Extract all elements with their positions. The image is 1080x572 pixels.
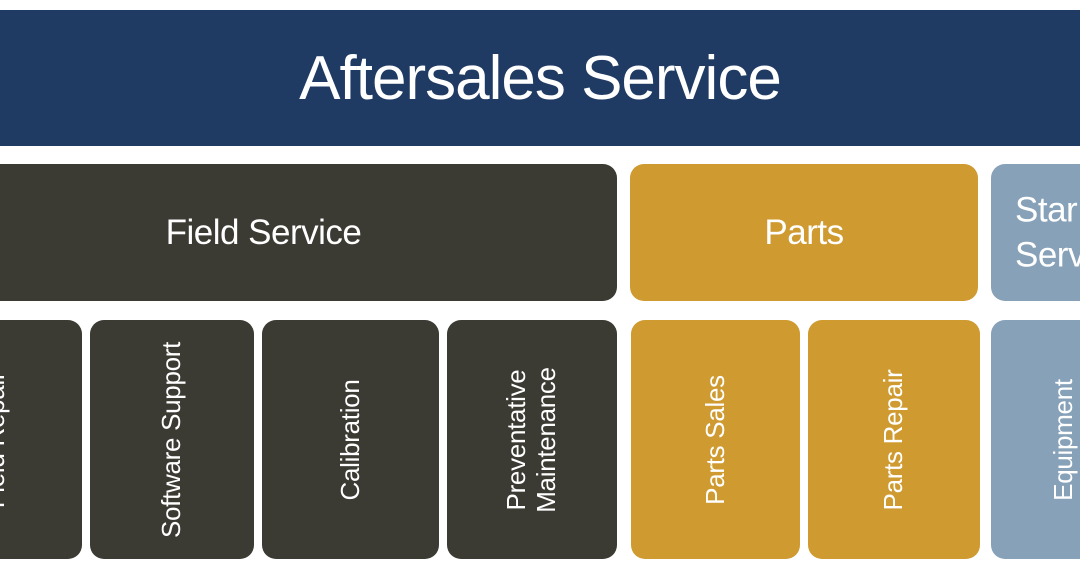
group-label-startup-service: Star Serv xyxy=(1015,187,1080,278)
sub-label-calibration: Calibration xyxy=(334,379,365,500)
sub-label-equipment: Equipment xyxy=(1047,378,1078,501)
group-label-field-service: Field Service xyxy=(165,212,362,252)
sub-label-preventative-maintenance: Preventative Maintenance xyxy=(501,366,561,513)
group-label-parts: Parts xyxy=(764,212,844,252)
sub-label-field-repair: Field Repair xyxy=(0,371,11,508)
sub-box-software-support: Software Support xyxy=(90,320,254,559)
group-box-startup-service: Star Serv xyxy=(991,164,1080,301)
group-label-startup-line-2: Serv xyxy=(1015,235,1080,275)
sub-box-calibration: Calibration xyxy=(262,320,439,559)
sub-box-field-repair: Field Repair xyxy=(0,320,82,559)
group-label-startup-line-1: Star xyxy=(1015,190,1078,229)
sub-label-software-support: Software Support xyxy=(156,341,187,538)
group-box-parts: Parts xyxy=(630,164,978,301)
sub-box-preventative-maintenance: Preventative Maintenance xyxy=(447,320,617,559)
sub-box-parts-sales: Parts Sales xyxy=(631,320,800,559)
sub-box-parts-repair: Parts Repair xyxy=(808,320,980,559)
sub-box-equipment: Equipment xyxy=(991,320,1080,559)
sub-label-parts-sales: Parts Sales xyxy=(699,374,730,505)
sub-label-parts-repair: Parts Repair xyxy=(878,369,909,510)
page-title: Aftersales Service xyxy=(299,43,782,113)
group-box-field-service: Field Service xyxy=(0,164,617,301)
title-banner: Aftersales Service xyxy=(0,10,1080,146)
